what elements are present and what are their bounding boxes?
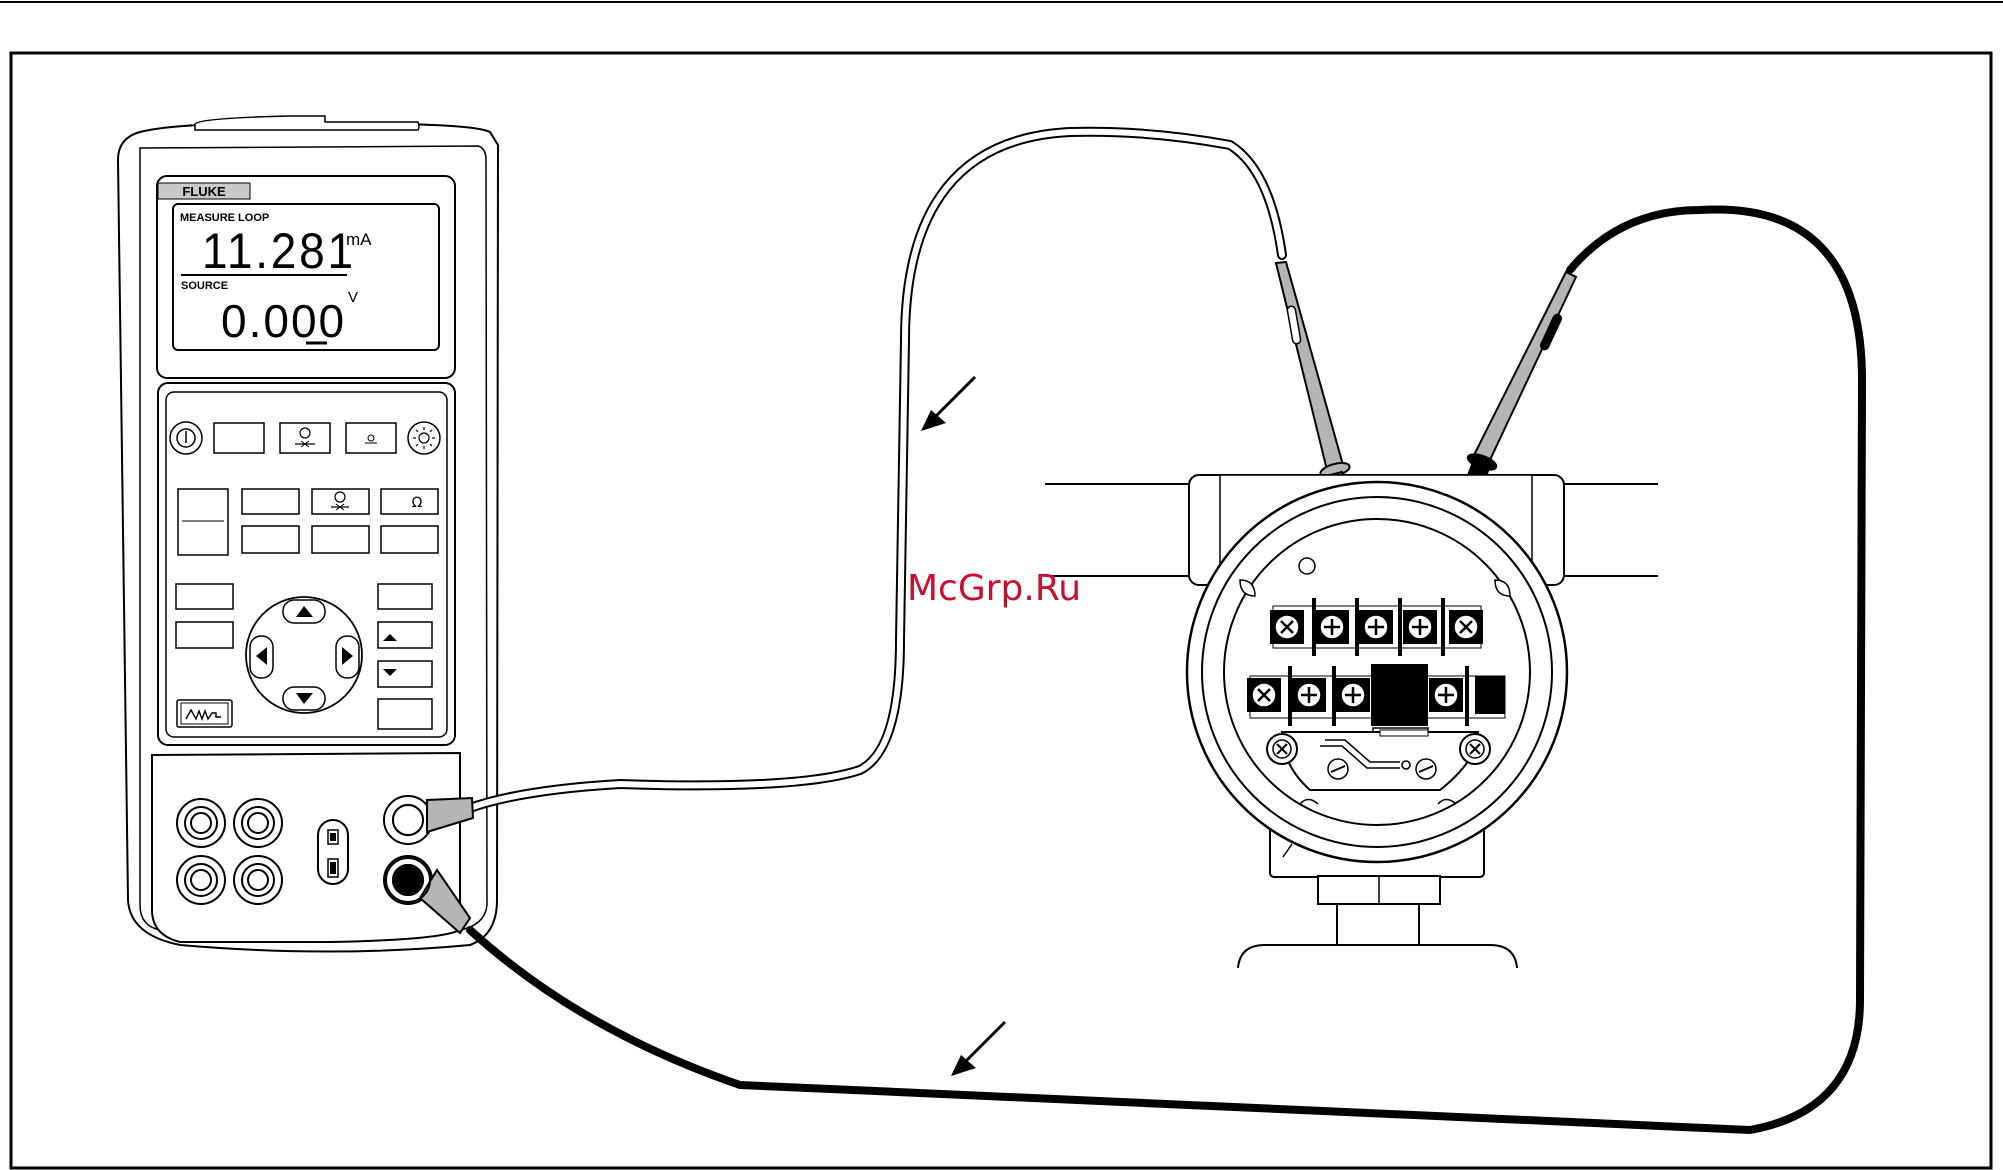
measure-mode-label: MEASURE LOOP: [180, 212, 269, 224]
secondary-unit: V: [348, 289, 358, 306]
terminal-screw-x-3: [1247, 678, 1281, 712]
ohm-key[interactable]: Ω: [381, 489, 438, 514]
ohm-symbol: Ω: [412, 495, 423, 511]
terminal-screw-x-1: [1270, 610, 1304, 644]
negative-test-lead: [386, 209, 1862, 1130]
upper-terminal-strip: [1270, 598, 1483, 656]
source-mode-label: SOURCE: [181, 280, 228, 292]
current-flow-arrow-lower: [951, 1022, 1005, 1076]
power-button[interactable]: [170, 422, 202, 454]
loop-power-button[interactable]: [280, 423, 330, 453]
function-key-2[interactable]: [242, 489, 299, 514]
nav-up-button[interactable]: [283, 600, 325, 623]
primary-reading: 11.281: [202, 224, 356, 279]
function-key-4[interactable]: [312, 526, 369, 553]
input-jack-1[interactable]: [177, 799, 225, 847]
negative-probe: [1474, 272, 1576, 462]
pressure-transmitter: [1045, 475, 1658, 968]
brand-logo: FLUKE: [182, 184, 226, 199]
loop-power-key-2[interactable]: [312, 489, 369, 514]
terminal-block-center: [1371, 664, 1428, 726]
function-key-5[interactable]: [381, 526, 438, 553]
nav-right-button[interactable]: [336, 636, 359, 678]
step-down-key[interactable]: [378, 661, 432, 687]
nav-left-button[interactable]: [250, 636, 273, 678]
terminal-screw-x-2: [1449, 610, 1483, 644]
watermark: McGrp.Ru: [907, 568, 1081, 609]
right-key-1[interactable]: [378, 584, 432, 609]
input-jack-2[interactable]: [234, 799, 282, 847]
function-key-3[interactable]: [242, 526, 299, 553]
terminal-block-right: [1475, 676, 1505, 714]
current-flow-arrow-upper: [921, 377, 975, 431]
terminal-screw-plus-3: [1403, 610, 1437, 644]
terminal-screw-plus-2: [1359, 610, 1393, 644]
nav-down-button[interactable]: [283, 687, 325, 710]
terminal-screw-plus-1: [1315, 610, 1349, 644]
backlight-button[interactable]: [408, 422, 440, 454]
terminal-screw-plus-4: [1292, 678, 1326, 712]
function-key-1[interactable]: [214, 423, 264, 453]
left-key-2[interactable]: [176, 622, 233, 648]
mounting-base: [1238, 945, 1517, 968]
thermocouple-port[interactable]: [318, 820, 348, 884]
input-jack-4[interactable]: [234, 856, 282, 904]
positive-probe: [1276, 262, 1343, 470]
mode-key-large[interactable]: [178, 489, 228, 555]
terminal-screw-plus-6: [1429, 678, 1463, 712]
primary-unit: mA: [346, 230, 372, 249]
left-key-1[interactable]: [176, 584, 233, 609]
calibrator-top-bumper: [195, 116, 419, 130]
terminal-screw-plus-5: [1336, 678, 1370, 712]
pressure-button[interactable]: [346, 423, 396, 453]
right-key-4[interactable]: [378, 699, 432, 729]
ramp-key[interactable]: [177, 700, 232, 727]
step-up-key[interactable]: [378, 622, 432, 648]
secondary-reading: 0.000: [221, 295, 346, 347]
input-jack-3[interactable]: [177, 856, 225, 904]
